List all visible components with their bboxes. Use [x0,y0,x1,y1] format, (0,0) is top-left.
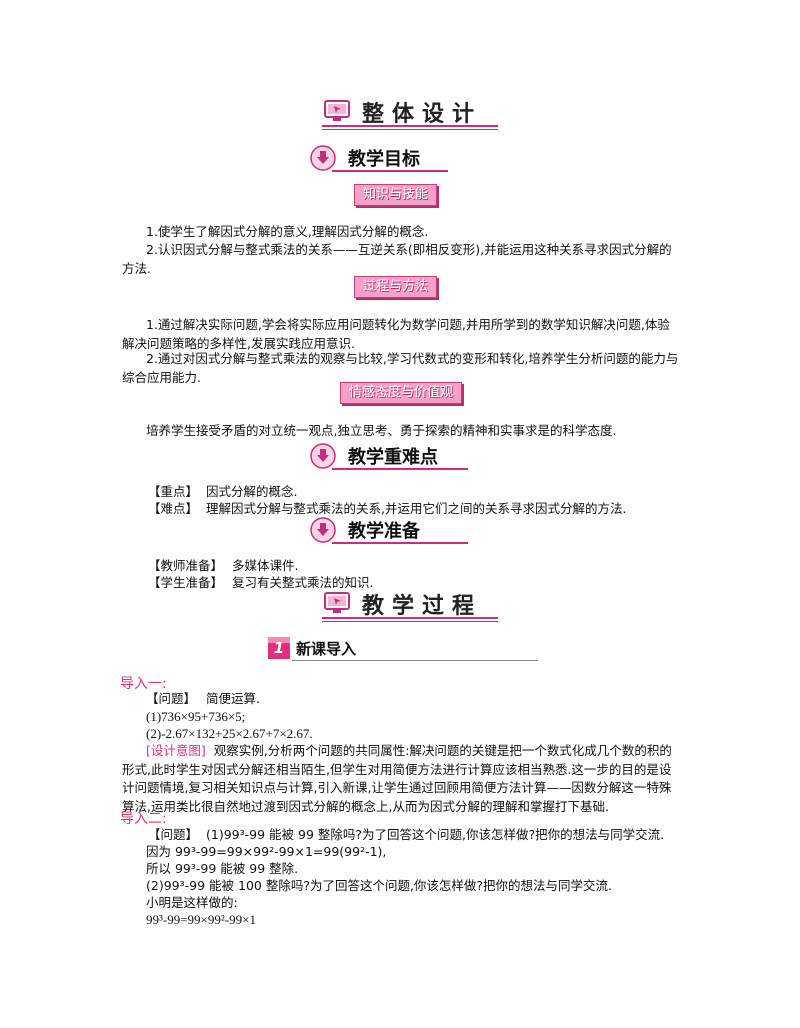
process-item-2: 2.通过对因式分解与整式乘法的观察与比较,学习代数式的变形和转化,培养学生分析问… [122,351,679,385]
intro1-question-text: 简便运算. [206,691,260,706]
key-points-header: 教学重难点 [0,443,800,473]
overall-design-title: 整体设计 [362,101,483,127]
difficulty-tag: 【难点】 [148,501,199,516]
student-prep-tag: 【学生准备】 [148,575,224,590]
intro2-line4: (2)99³-99 能被 100 整除吗?为了回答这个问题,你该怎样做?把你的想… [146,878,613,893]
section-number-badge-icon [268,637,290,659]
process-item-1: 1.通过解决实际问题,学会将实际应用问题转化为数学问题,并用所学到的数学知识解决… [122,317,670,351]
down-arrow-circle-icon [310,145,336,171]
process-method-label: 过程与方法 [354,276,438,298]
monitor-arrow-icon [324,592,350,613]
teaching-goals-title: 教学目标 [348,149,420,170]
intro1-heading: 导入一: [120,676,167,692]
key-points-title: 教学重难点 [348,447,438,468]
preparation-title: 教学准备 [348,521,420,542]
intro2-question-tag: 【问题】 [148,827,199,842]
focus-text: 因式分解的概念. [206,484,298,499]
teaching-goals-header: 教学目标 [0,145,800,175]
section-number: 1 [273,639,285,657]
intro2-line5: 小明是这样做的: [146,895,238,910]
section-new-lesson-intro: 1 新课导入 [268,637,538,663]
knowledge-item-1: 1.使学生了解因式分解的意义,理解因式分解的概念. [146,224,429,239]
preparation-header: 教学准备 [0,517,800,547]
intro2-line3: 所以 99³-99 能被 99 整除. [146,861,299,876]
intro1-q2: (2)-2.67×132+25×2.67+7×2.67. [146,726,313,741]
overall-design-header: 整体设计 [0,98,800,134]
design-intent-text: 观察实例,分析两个问题的共同属性:解决问题的关键是把一个数式化成几个数的积的形式… [122,743,672,814]
intro1-question-tag: 【问题】 [146,691,197,706]
monitor-arrow-icon [324,100,350,121]
knowledge-item-2: 2.认识因式分解与整式乘法的关系——互逆关系(即相反变形),并能运用这种关系寻求… [122,242,672,276]
intro1-design-paragraph: [设计意图] 观察实例,分析两个问题的共同属性:解决问题的关键是把一个数式化成几… [122,742,678,816]
teaching-process-header: 教学过程 [0,590,800,626]
intro2-line2: 因为 99³-99=99×99²-99×1=99(99²-1), [146,844,387,859]
down-arrow-circle-icon [310,443,336,469]
focus-tag: 【重点】 [148,484,199,499]
teacher-prep-tag: 【教师准备】 [148,558,224,573]
intro2-heading: 导入二: [120,811,167,827]
design-intent-tag: [设计意图] [146,743,206,758]
section-title: 新课导入 [296,640,357,658]
teaching-process-title: 教学过程 [362,593,483,619]
teacher-prep-text: 多媒体课件. [232,558,299,573]
intro1-q1: (1)736×95+736×5; [146,709,246,724]
emotion-values-label: 情感态度与价值观 [340,382,463,404]
down-arrow-circle-icon [310,517,336,543]
intro2-line1: (1)99³-99 能被 99 整除吗?为了回答这个问题,你该怎样做?把你的想法… [206,827,665,842]
student-prep-text: 复习有关整式乘法的知识. [232,575,374,590]
knowledge-skills-label: 知识与技能 [354,184,438,206]
difficulty-text: 理解因式分解与整式乘法的关系,并运用它们之间的关系寻求因式分解的方法. [206,501,627,516]
emotion-text: 培养学生接受矛盾的对立统一观点,独立思考、勇于探索的精神和实事求是的科学态度. [146,423,617,438]
intro2-line6: 99³-99=99×99²-99×1 [146,912,256,927]
